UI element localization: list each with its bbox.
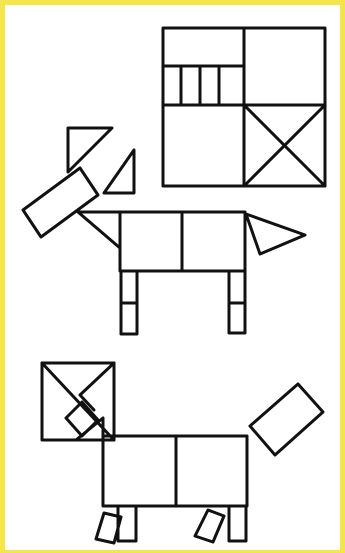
ear-triangle-2: [104, 150, 134, 193]
neck-triangle: [76, 418, 103, 440]
head-inner-lines: [80, 363, 114, 410]
head-bar: [23, 168, 98, 237]
body-left: [120, 212, 182, 271]
body-left: [103, 436, 176, 506]
leg-back-right: [229, 506, 246, 541]
tile-square: [163, 28, 325, 186]
neck-triangle: [78, 212, 120, 248]
x-quadrant: [244, 105, 325, 186]
tangram-figures-svg: [5, 5, 340, 550]
body-right: [182, 212, 245, 271]
bars-quadrant: [163, 66, 244, 105]
cat: [42, 363, 323, 543]
tail-triangle: [246, 214, 305, 254]
drawing-sheet: [5, 5, 340, 550]
tail-bar: [250, 384, 323, 455]
ear-triangle: [68, 128, 112, 172]
leg-back-left: [195, 510, 224, 542]
body-right: [176, 436, 247, 506]
